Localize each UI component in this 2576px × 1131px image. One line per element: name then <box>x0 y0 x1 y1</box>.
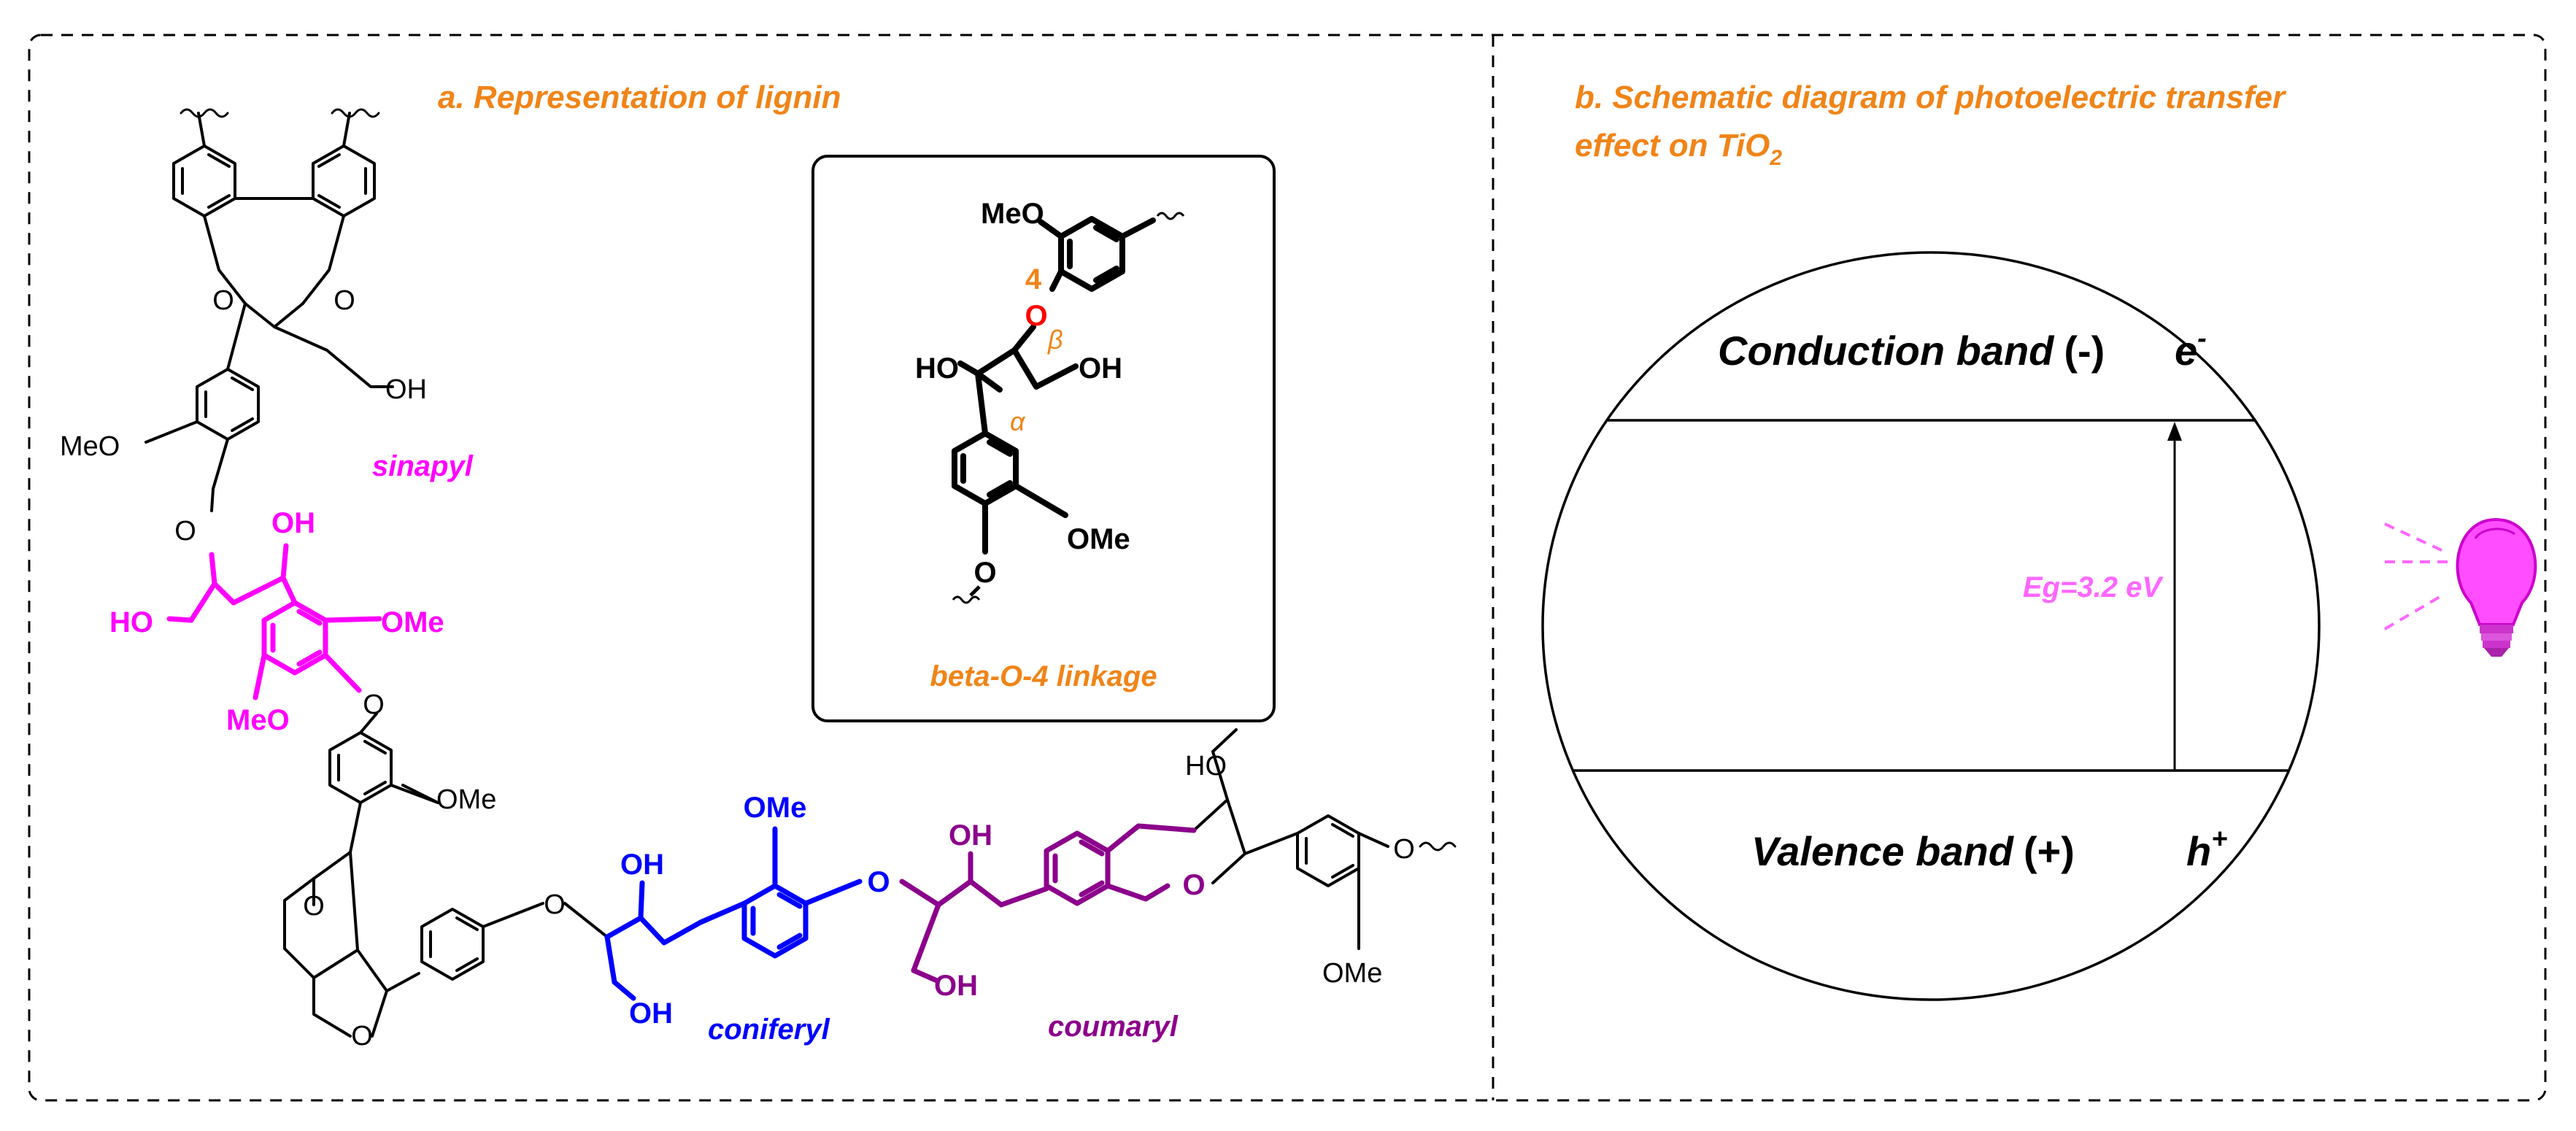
light-bulb-icon <box>2456 517 2537 657</box>
atom-ho-sinapyl: HO <box>109 606 153 638</box>
inset-alpha: α <box>1010 406 1026 436</box>
atom-o-dioxocin-left: O <box>212 285 234 316</box>
atom-meo-sinapyl: MeO <box>226 704 290 736</box>
panel-b-title-line1: b. Schematic diagram of photoelectric tr… <box>1575 80 2287 115</box>
atom-oh-coumaryl-top: OH <box>949 819 992 852</box>
inset-oxygen: O <box>1025 300 1047 332</box>
inset-ho: HO <box>915 352 959 385</box>
atom-ome-end: OMe <box>1322 958 1382 989</box>
atom-meo-top: MeO <box>60 431 120 462</box>
coumaryl-unit <box>899 823 1197 984</box>
atom-o-thf-1: O <box>303 891 325 922</box>
atom-o-dioxocin-right: O <box>333 285 355 316</box>
panel-b: b. Schematic diagram of photoelectric tr… <box>1541 80 2537 1001</box>
lignin-atom-labels: O O OH MeO O OMe O O O HO O OMe <box>60 285 1415 1051</box>
inset-structure <box>952 216 1156 555</box>
coniferyl-unit <box>604 826 863 1001</box>
atom-oh-coniferyl-top: OH <box>620 849 664 881</box>
atom-oh-sinapyl: OH <box>271 507 315 539</box>
panel-a: a. Representation of lignin <box>60 80 1457 1051</box>
sinapyl-unit <box>166 543 382 700</box>
inset-label: beta-O-4 linkage <box>930 660 1157 692</box>
band-gap-label: Eg=3.2 eV <box>2023 571 2164 603</box>
inset-beta: β <box>1047 325 1063 355</box>
inset-oh: OH <box>1079 352 1122 385</box>
atom-o-ether-2: O <box>544 889 566 920</box>
atom-o-ether-1: O <box>174 516 196 547</box>
atom-o-sinapyl-ether: O <box>363 690 385 720</box>
atom-oh-coniferyl-bottom: OH <box>629 997 673 1030</box>
hole-label: h+ <box>2186 824 2227 874</box>
panel-a-title: a. Representation of lignin <box>438 80 841 115</box>
atom-oh-coumaryl-bottom: OH <box>934 970 978 1002</box>
panel-b-title-line2: effect on TiO2 <box>1575 128 1782 170</box>
atom-o-thf-2: O <box>351 1021 373 1051</box>
atom-ho-coumaryl: HO <box>1185 751 1227 781</box>
inset-o-bottom: O <box>973 557 996 589</box>
atom-ome-coniferyl: OMe <box>744 792 807 824</box>
tio2-particle-circle <box>1541 251 2321 1001</box>
label-sinapyl: sinapyl <box>372 450 474 482</box>
atom-o-benzofuran: O <box>1182 869 1205 901</box>
atom-oh-top: OH <box>385 374 427 405</box>
outer-dashed-frame <box>28 34 2547 1102</box>
atom-ome-ring3: OMe <box>436 784 496 815</box>
atom-o-coniferyl-ether: O <box>867 866 890 898</box>
beta-o-4-inset: MeO 4 O β HO OH α OMe O beta-O-4 linkage <box>811 155 1276 722</box>
electron-label: e- <box>2175 323 2207 374</box>
colored-atom-labels: OH HO OMe MeO O OH OMe OH O OH OH O <box>109 507 1206 1030</box>
inset-ome: OMe <box>1067 523 1130 555</box>
excitation-arrowhead <box>2167 422 2182 441</box>
lignin-black-skeleton <box>144 108 1457 1038</box>
inset-meo: MeO <box>981 198 1044 230</box>
atom-o-end: O <box>1393 834 1415 865</box>
atom-ome-sinapyl: OMe <box>381 606 444 638</box>
label-coumaryl: coumaryl <box>1048 1011 1179 1043</box>
valence-band-label: Valence band(+) <box>1751 828 2075 874</box>
conduction-band-label: Conduction band(-) <box>1718 328 2105 374</box>
light-rays <box>2383 522 2449 630</box>
inset-pos-4: 4 <box>1025 263 1042 296</box>
label-coniferyl: coniferyl <box>708 1014 830 1046</box>
inset-box <box>811 155 1276 722</box>
